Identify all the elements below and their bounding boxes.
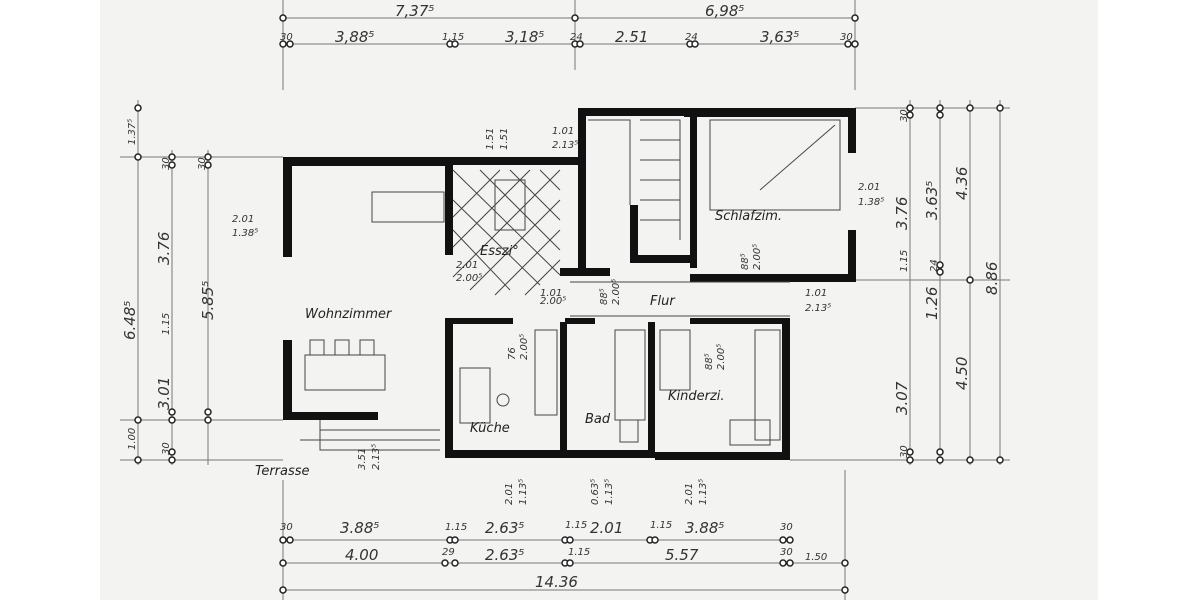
svg-text:2.01: 2.01: [232, 214, 254, 225]
dim-right: 24: [929, 259, 940, 272]
dim-bottom: 30: [780, 547, 793, 558]
interior-details: [300, 119, 841, 451]
dim-right: 1.15: [899, 250, 910, 272]
dim-top: 24: [685, 32, 698, 43]
svg-text:2.13⁵: 2.13⁵: [552, 140, 578, 151]
dim-bottom: 30: [780, 522, 793, 533]
dim-left: 30: [161, 157, 172, 170]
dim-left: 3.76: [155, 232, 173, 265]
svg-text:2.00⁵: 2.00⁵: [716, 344, 727, 370]
svg-text:1.13⁵: 1.13⁵: [604, 479, 615, 505]
svg-text:1.51: 1.51: [499, 128, 510, 150]
room-label-bad: Bad: [585, 412, 611, 427]
dim-bottom: 1.15: [568, 547, 590, 558]
dim-left: 30: [197, 157, 208, 170]
svg-text:2.00⁵: 2.00⁵: [456, 273, 482, 284]
svg-text:1.51: 1.51: [485, 128, 496, 150]
dim-bottom: 2.63⁵: [485, 546, 524, 564]
dim-left: 30: [161, 442, 172, 455]
room-label-schlafzimmer: Schlafzim.: [715, 209, 782, 224]
svg-text:1.01: 1.01: [552, 126, 574, 137]
room-label-wohnzimmer: Wohnzimmer: [305, 307, 393, 322]
svg-text:0.63⁵: 0.63⁵: [590, 479, 601, 505]
room-label-terrasse: Terrasse: [255, 464, 310, 479]
dim-right: 3.76: [893, 197, 911, 230]
dim-top: 2.51: [615, 28, 648, 46]
left-dims: 1.37⁵ 6.48⁵ 3.76 5.85⁵ 1.15 3.01 1.00 30…: [121, 119, 217, 455]
svg-text:88⁵: 88⁵: [599, 288, 610, 305]
room-label-esszimmer: Esszi°: [480, 244, 519, 259]
opening-labels: 2.01 1.38⁵ 1.51 1.51 1.01 2.13⁵ 2.01 1.3…: [232, 126, 884, 505]
dim-right: 8.86: [983, 262, 1001, 295]
dim-bottom: 5.57: [665, 546, 699, 564]
svg-text:2.01: 2.01: [456, 260, 478, 271]
svg-text:3.51: 3.51: [357, 448, 368, 470]
svg-text:1.13⁵: 1.13⁵: [518, 479, 529, 505]
dim-left: 6.48⁵: [121, 301, 139, 340]
dim-right: 1.26: [923, 287, 941, 320]
room-label-kueche: Küche: [470, 421, 510, 436]
svg-text:2.13⁵: 2.13⁵: [805, 303, 831, 314]
svg-text:76: 76: [507, 347, 518, 360]
svg-text:2.01: 2.01: [858, 182, 880, 193]
dim-bottom: 2.01: [590, 519, 623, 537]
dim-bottom: 1.15: [445, 522, 467, 533]
dim-top: 1,15: [442, 32, 464, 43]
dim-top: 30: [840, 32, 853, 43]
dim-top: 3,63⁵: [760, 28, 799, 46]
dimension-ticks: [134, 14, 1004, 594]
dim-bottom: 1.15: [650, 520, 672, 531]
svg-text:1.38⁵: 1.38⁵: [858, 197, 884, 208]
svg-text:1.13⁵: 1.13⁵: [698, 479, 709, 505]
right-dims: 30 3.63⁵ 3.76 4.36 8.86 1.15 1.26 24 4.5…: [893, 109, 1001, 458]
drawing-paper: [100, 0, 1098, 600]
dim-bottom: 1.50: [805, 552, 827, 563]
dim-bottom: 3.88⁵: [340, 519, 379, 537]
dim-top: 3,88⁵: [335, 28, 374, 46]
svg-text:1.01: 1.01: [540, 288, 562, 299]
svg-text:2.00⁵: 2.00⁵: [752, 244, 763, 270]
svg-text:1.01: 1.01: [805, 288, 827, 299]
svg-text:2.01: 2.01: [504, 483, 515, 505]
dim-bottom: 2.63⁵: [485, 519, 524, 537]
dim-right: 3.63⁵: [923, 181, 941, 220]
dim-left: 3.01: [155, 377, 173, 410]
dim-right: 4.36: [953, 167, 971, 200]
svg-text:88⁵: 88⁵: [740, 253, 751, 270]
svg-text:2.00⁵: 2.00⁵: [611, 279, 622, 305]
dim-top-overall-right: 6,98⁵: [705, 2, 744, 20]
dim-left: 1.00: [127, 428, 138, 450]
dim-left: 1.37⁵: [127, 119, 138, 145]
dim-right: 30: [899, 445, 910, 458]
svg-text:88⁵: 88⁵: [704, 353, 715, 370]
dim-right: 3.07: [893, 381, 911, 415]
svg-text:2.00⁵: 2.00⁵: [540, 296, 566, 307]
dim-bottom: 1.15: [565, 520, 587, 531]
dim-top: 30: [280, 32, 293, 43]
dim-bottom: 30: [280, 522, 293, 533]
room-label-flur: Flur: [650, 294, 676, 309]
dim-right: 30: [899, 109, 910, 122]
dim-left: 5.85⁵: [199, 281, 217, 320]
dim-right: 4.50: [953, 357, 971, 390]
dim-top: 3,18⁵: [505, 28, 544, 46]
dim-left: 1.15: [161, 313, 172, 335]
svg-text:2.13⁵: 2.13⁵: [371, 444, 382, 470]
dim-top-overall-left: 7,37⁵: [395, 2, 434, 20]
dim-top: 24: [570, 32, 583, 43]
svg-text:2.00⁵: 2.00⁵: [519, 334, 530, 360]
walls: [283, 108, 856, 460]
dim-bottom: 3.88⁵: [685, 519, 724, 537]
dim-bottom-total: 14.36: [535, 573, 578, 591]
svg-text:2.01: 2.01: [684, 483, 695, 505]
room-label-kinderzimmer: Kinderzi.: [668, 389, 725, 404]
dim-bottom: 4.00: [345, 546, 378, 564]
svg-text:1.38⁵: 1.38⁵: [232, 228, 258, 239]
dim-bottom: 29: [442, 547, 455, 558]
